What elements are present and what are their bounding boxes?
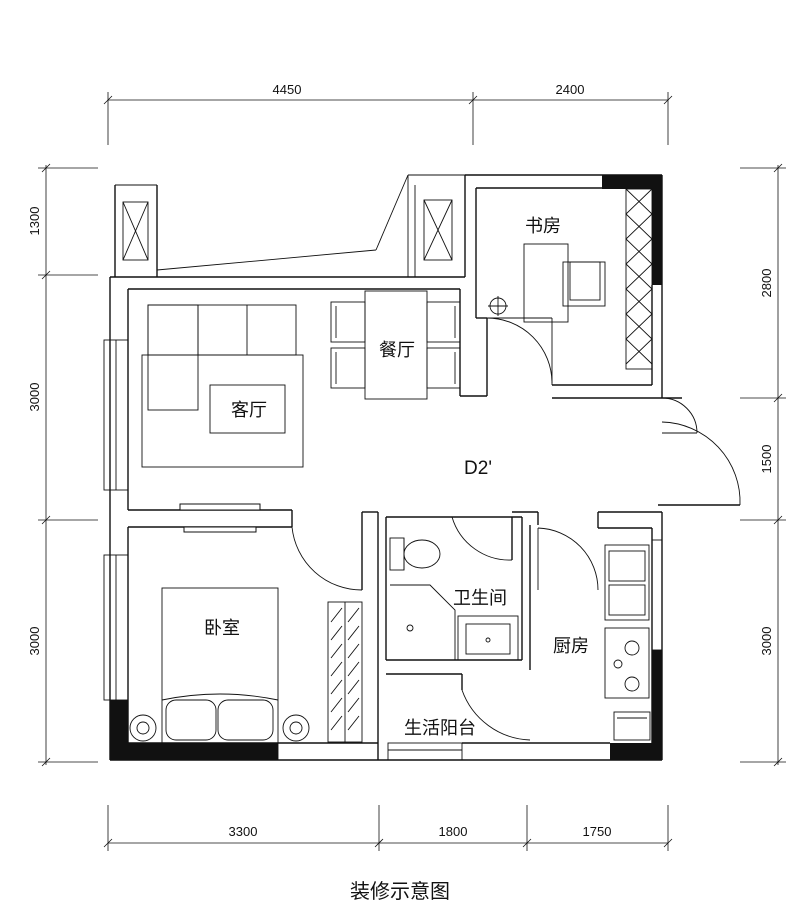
bed [161,587,279,744]
study-bookshelf [625,188,653,370]
fridge [613,711,651,741]
dim-top-1: 4450 [273,82,302,97]
dim-right-3: 3000 [759,627,774,656]
room-label-bedroom: 卧室 [204,618,240,639]
dimension-lines [38,92,786,851]
bedroom-furniture [129,587,363,744]
bathroom-sink [457,615,519,661]
toilet-bowl [403,539,441,569]
kitchen-sink [604,544,650,621]
room-label-kitchen: 厨房 [553,636,589,657]
dim-left-2: 3000 [27,383,42,412]
living-room-furniture [141,304,304,468]
dim-top-2: 2400 [556,82,585,97]
unit-code: D2' [464,458,492,479]
kitchen-fixtures [604,544,651,741]
bathroom-fixtures [389,537,519,661]
room-label-balcony: 生活阳台 [404,718,476,739]
coffee-table [209,384,286,434]
room-label-living: 客厅 [231,400,267,421]
dim-left-3: 3000 [27,627,42,656]
stove [604,627,650,699]
toilet-tank [389,537,405,571]
desk-chair [562,261,606,307]
dim-left-1: 1300 [27,207,42,236]
walls [103,174,740,761]
dim-right-1: 2800 [759,269,774,298]
dim-bottom-1: 3300 [229,824,258,839]
dim-bottom-3: 1750 [583,824,612,839]
desk [523,243,569,323]
room-label-dining: 餐厅 [379,340,415,361]
dim-right-2: 1500 [759,445,774,474]
dim-bottom-2: 1800 [439,824,468,839]
dining-set [330,290,461,400]
study-furniture [488,188,653,370]
plan-caption: 装修示意图 [350,879,450,903]
door-swings [291,317,741,741]
room-label-study: 书房 [525,216,561,237]
room-label-bathroom: 卫生间 [453,588,507,609]
